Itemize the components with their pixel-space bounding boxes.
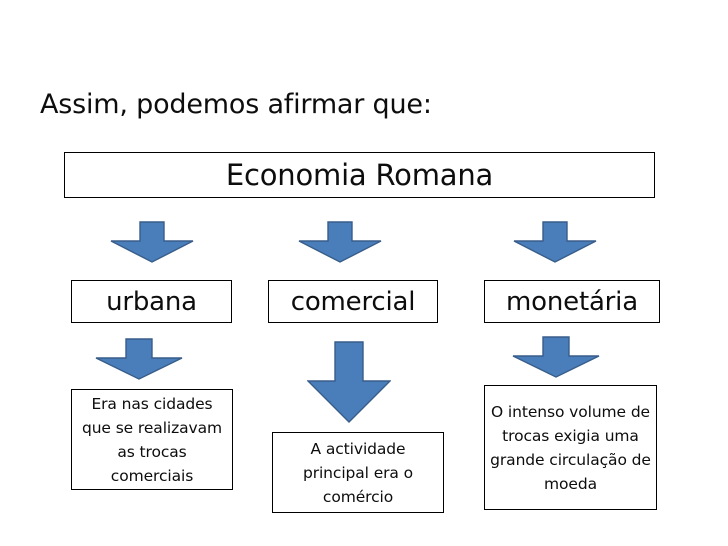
category-box-comercial: comercial: [268, 280, 438, 323]
down-arrow-icon-to-description-2: [307, 341, 391, 423]
description-text-monetaria: O intenso volume de trocas exigia uma gr…: [490, 402, 651, 493]
description-text-urbana: Era nas cidades que se realizavam as tro…: [81, 394, 223, 485]
description-box-urbana: Era nas cidades que se realizavam as tro…: [71, 389, 233, 490]
down-arrow-icon-to-comercial: [298, 221, 382, 263]
diagram-title-box: Economia Romana: [64, 152, 655, 198]
category-box-monetaria: monetária: [484, 280, 660, 323]
description-text-comercial: A actividade principal era o comércio: [302, 439, 414, 506]
category-label-comercial: comercial: [290, 286, 416, 317]
diagram-title-label: Economia Romana: [225, 158, 494, 192]
page-title: Assim, podemos afirmar que:: [40, 89, 432, 120]
down-arrow-icon-to-description-1: [95, 338, 183, 380]
down-arrow-icon-to-urbana: [110, 221, 194, 263]
category-box-urbana: urbana: [71, 280, 232, 323]
category-label-monetaria: monetária: [506, 286, 638, 317]
down-arrow-icon-to-monetaria: [513, 221, 597, 263]
description-box-comercial: A actividade principal era o comércio: [272, 432, 444, 513]
down-arrow-icon-to-description-3: [512, 336, 600, 378]
category-label-urbana: urbana: [106, 286, 197, 317]
description-box-monetaria: O intenso volume de trocas exigia uma gr…: [484, 385, 657, 510]
